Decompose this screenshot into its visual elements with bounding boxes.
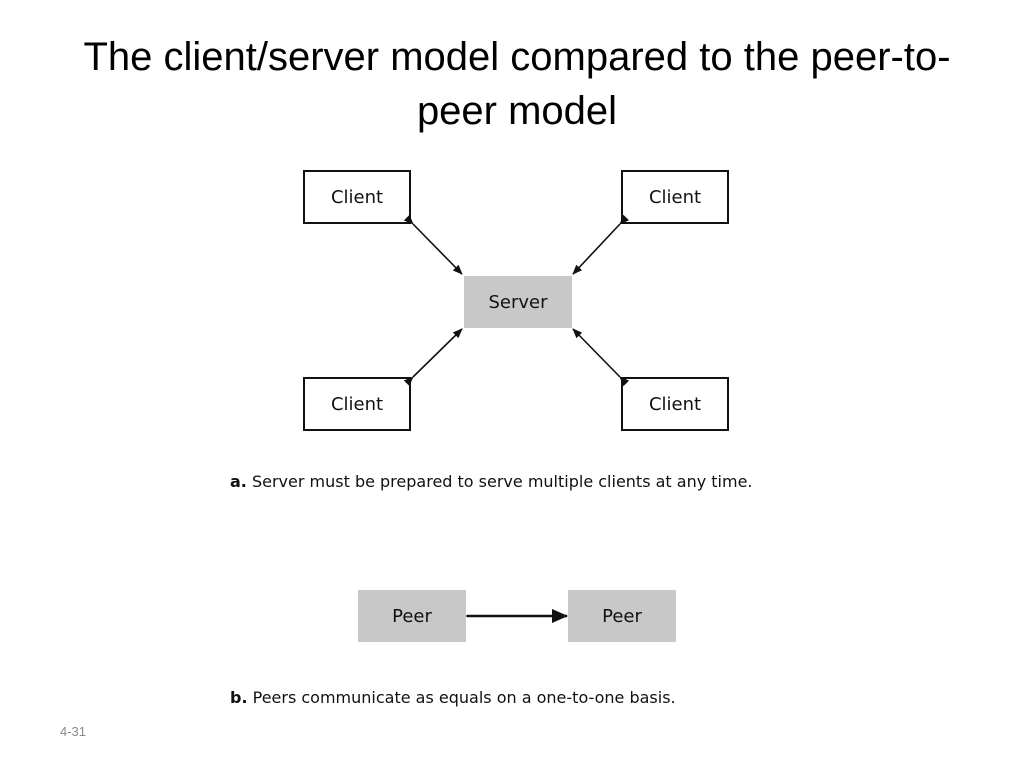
arrow-top-right — [572, 214, 630, 275]
slide-number: 4-31 — [60, 724, 87, 739]
caption-b-prefix: b. — [230, 688, 248, 707]
peer-box-right: Peer — [568, 590, 676, 642]
client-box-bottom-right: Client — [621, 377, 729, 431]
caption-a: a. Server must be prepared to serve mult… — [230, 472, 753, 491]
arrow-bottom-right — [572, 328, 630, 387]
client-box-top-right: Client — [621, 170, 729, 224]
caption-a-text: Server must be prepared to serve multipl… — [246, 472, 753, 491]
arrow-top-left — [403, 214, 463, 275]
server-box: Server — [464, 276, 572, 328]
caption-b: b. Peers communicate as equals on a one-… — [230, 688, 676, 707]
client-box-top-left: Client — [303, 170, 411, 224]
slide-title: The client/server model compared to the … — [83, 35, 951, 133]
client-box-bottom-left: Client — [303, 377, 411, 431]
caption-a-prefix: a. — [230, 472, 247, 491]
arrow-bottom-left — [403, 328, 463, 387]
caption-b-text: Peers communicate as equals on a one-to-… — [247, 688, 676, 707]
peer-box-left: Peer — [358, 590, 466, 642]
